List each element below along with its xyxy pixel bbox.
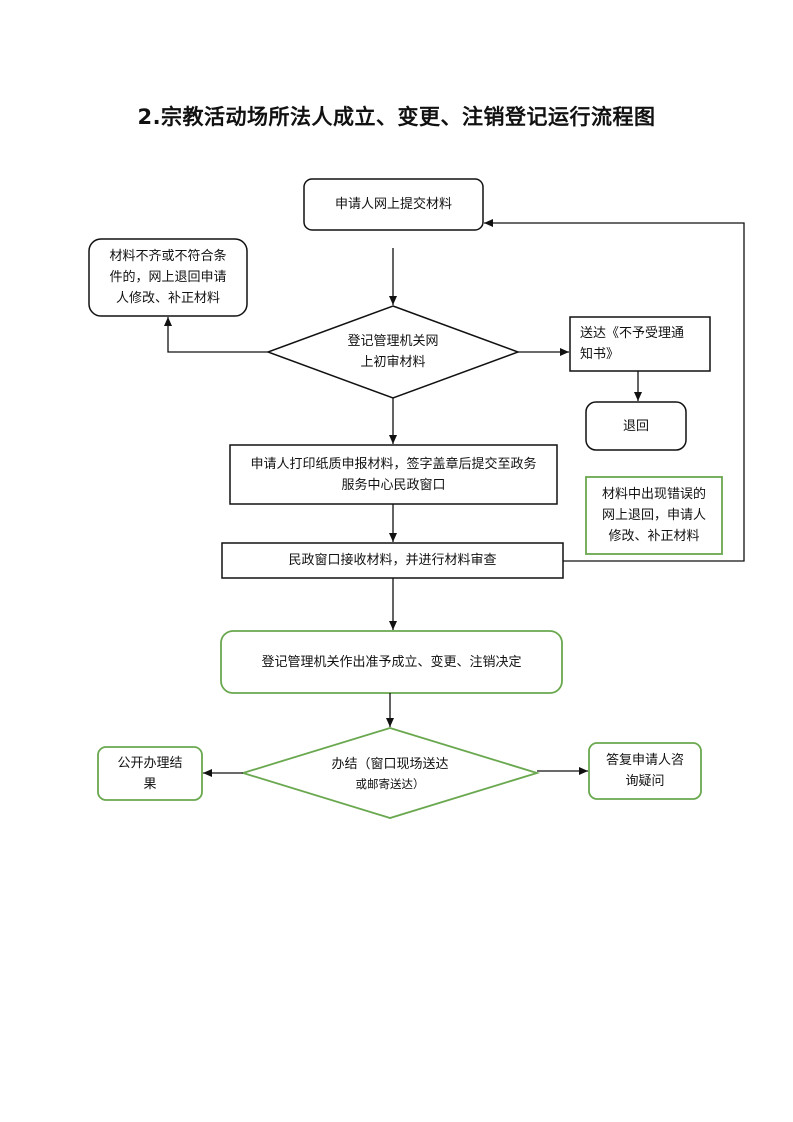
reject-modify-label: 材料不齐或不符合条 件的，网上退回申请 人修改、补正材料: [109, 249, 227, 306]
window-receive-label: 民政窗口接收材料，并进行材料审查: [288, 553, 497, 568]
print-submit-box: [229, 444, 558, 505]
decision-box: [220, 630, 563, 694]
print-submit-label: 申请人打印纸质申报材料，签字盖章后提交至政务 服务中心民政窗口: [250, 456, 537, 493]
window-receive-box: [221, 542, 564, 579]
initial-review-label: 登记管理机关网 上初审材料: [347, 334, 439, 370]
submit-box: [303, 178, 484, 231]
publish-result-box: [97, 746, 203, 801]
decision-label: 登记管理机关作出准予成立、变更、注销决定: [261, 654, 522, 670]
not-accept-notice-box: [569, 316, 711, 372]
not-accept-notice-label: 送达《不予受理通 知书》: [580, 326, 685, 362]
arrow-receive-loop-to-submit: [484, 219, 745, 562]
reply-inquiry-box: [588, 742, 702, 800]
arrow-review-to-reject: [164, 317, 268, 353]
reject-modify-box: [88, 238, 248, 317]
completion-diamond: [239, 727, 541, 819]
error-return-box: [585, 476, 723, 555]
completion-label: 办结（窗口现场送达 或邮寄送达）: [331, 756, 449, 791]
page-title: 2.宗教活动场所法人成立、变更、注销登记运行流程图: [137, 105, 656, 129]
submit-label: 申请人网上提交材料: [334, 197, 452, 212]
reply-inquiry-label: 答复申请人咨 询疑问: [605, 753, 684, 789]
returned-box: [585, 401, 687, 451]
returned-label: 退回: [622, 418, 649, 434]
error-return-label: 材料中出现错误的 网上退回，申请人 修改、补正材料: [601, 487, 706, 544]
publish-result-label: 公开办理结 果: [117, 755, 183, 792]
